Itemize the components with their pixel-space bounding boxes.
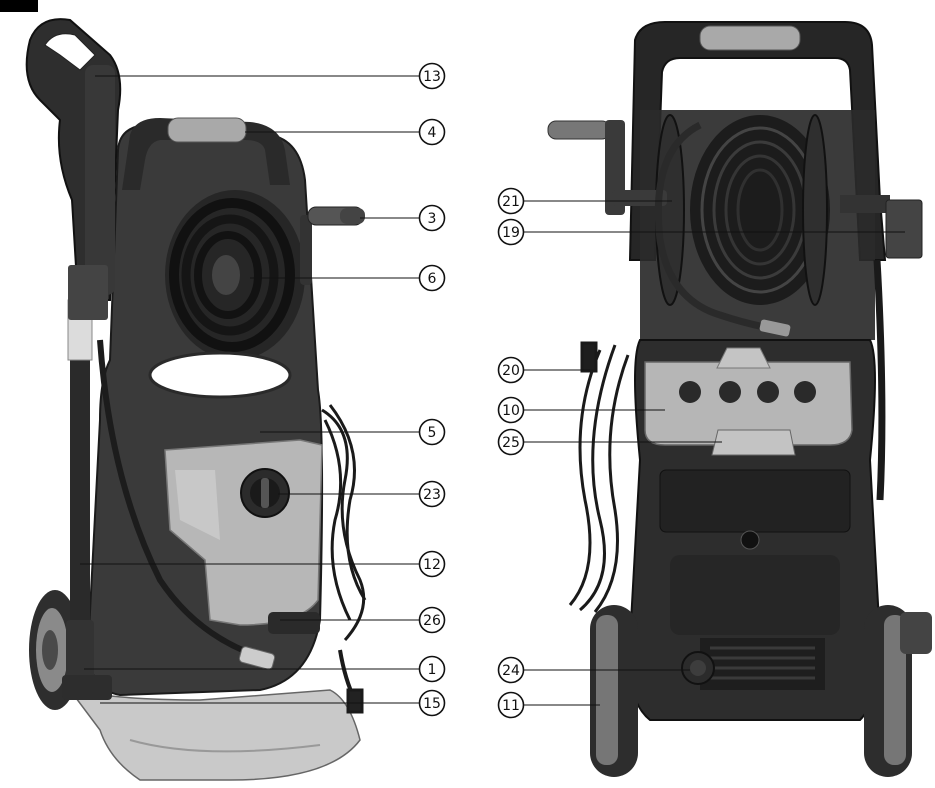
callout-circle <box>418 418 446 446</box>
callout-circle <box>418 550 446 578</box>
callout-lance-holder: 15 <box>100 689 446 717</box>
front-accessory-storage <box>268 612 320 634</box>
front-lance <box>66 290 94 690</box>
callout-circle <box>497 428 525 456</box>
callout-circle <box>497 691 525 719</box>
callout-hose-reel-crank: 3 <box>360 204 446 232</box>
callout-number: 4 <box>428 125 437 141</box>
callout-circle <box>497 187 525 215</box>
callout-spray-gun: 13 <box>95 62 446 90</box>
callout-number: 6 <box>428 271 437 287</box>
rear-reel-crank <box>547 120 667 215</box>
front-power-switch <box>240 468 290 518</box>
front-hose <box>97 339 271 663</box>
callout-number: 5 <box>428 425 437 441</box>
front-spray-gun <box>25 18 122 320</box>
front-handle-grip <box>167 117 247 143</box>
callout-circle <box>497 396 525 424</box>
front-handle-opening <box>148 351 292 399</box>
callout-number: 24 <box>502 663 520 679</box>
callout-lance: 12 <box>80 550 446 578</box>
callout-nozzle-storage: 10 <box>497 396 665 424</box>
front-reel-crank <box>300 206 365 285</box>
rear-wheel-left <box>590 605 638 777</box>
callout-circle <box>418 62 446 90</box>
callout-number: 26 <box>423 613 441 629</box>
callout-water-inlet: 24 <box>497 656 690 684</box>
callout-number: 10 <box>502 403 520 419</box>
rear-cable-coil <box>568 341 630 613</box>
callout-circle <box>497 218 525 246</box>
rear-wheel-right <box>864 605 912 777</box>
callout-on-off-switch: 23 <box>278 480 446 508</box>
callout-circle <box>418 204 446 232</box>
callout-number: 19 <box>502 225 520 241</box>
callout-number: 23 <box>423 487 441 503</box>
rear-view <box>547 21 932 777</box>
callout-number: 11 <box>502 698 520 714</box>
callout-number: 1 <box>428 662 437 678</box>
rear-detergent-holder <box>711 429 796 456</box>
rear-handle-grip <box>699 25 801 51</box>
callout-circle <box>497 356 525 384</box>
callout-hose-guide: 19 <box>497 218 905 246</box>
callout-circle <box>418 118 446 146</box>
callout-circle <box>418 480 446 508</box>
callout-number: 15 <box>423 696 441 712</box>
front-base-skid <box>68 688 361 781</box>
callout-hose-reel: 6 <box>250 264 446 292</box>
callout-reel-lock: 21 <box>497 187 672 215</box>
rear-hose <box>654 121 781 334</box>
callout-circle <box>418 264 446 292</box>
callout-number: 20 <box>502 363 520 379</box>
front-view <box>25 18 367 781</box>
callout-cable-hook: 20 <box>497 356 590 384</box>
callout-number: 12 <box>423 557 441 573</box>
callout-circle <box>497 656 525 684</box>
callout-number: 3 <box>428 211 437 227</box>
callout-wheel: 11 <box>497 691 600 719</box>
callout-hose-connector: 1 <box>84 655 446 683</box>
callout-circle <box>418 606 446 634</box>
front-lance-holder <box>62 675 112 700</box>
callouts: 13 4 3 6 5 23 12 26 1 15 21 19 20 10 25 24 11 <box>80 62 905 719</box>
corner-mark <box>0 0 38 12</box>
rear-hose-guide <box>840 195 923 501</box>
callout-housing: 5 <box>260 418 446 446</box>
callout-detergent-holder: 25 <box>497 428 722 456</box>
front-carry-handle <box>122 118 290 190</box>
front-hose-reel <box>165 190 305 360</box>
rear-nozzle-storage <box>644 347 853 446</box>
callout-number: 21 <box>502 194 520 210</box>
callout-circle <box>418 689 446 717</box>
callout-circle <box>418 655 446 683</box>
callout-number: 13 <box>423 69 441 85</box>
callout-number: 25 <box>502 435 520 451</box>
callout-accessory-storage: 26 <box>280 606 446 634</box>
callout-carry-handle: 4 <box>245 118 446 146</box>
rear-side-cup <box>900 612 932 654</box>
front-hose-connector <box>238 646 276 670</box>
front-power-cord <box>321 404 367 714</box>
